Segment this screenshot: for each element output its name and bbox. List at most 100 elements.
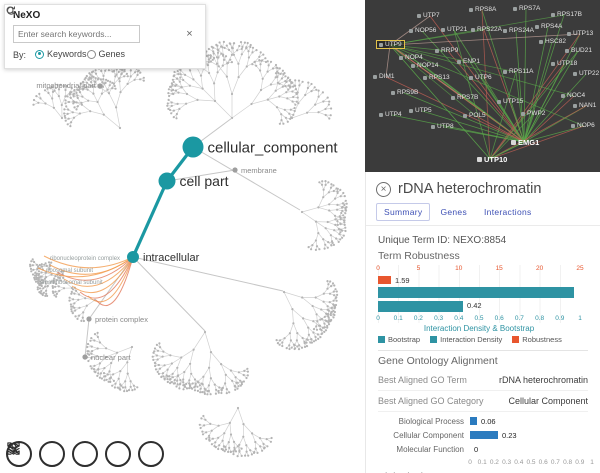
network-canvas[interactable] bbox=[365, 0, 600, 172]
gene-node-utp7[interactable]: UTP7 bbox=[417, 12, 440, 19]
radio-keywords[interactable]: Keywords bbox=[35, 49, 87, 59]
gene-node-utp18[interactable]: UTP18 bbox=[551, 60, 577, 67]
bar-bootstrap bbox=[378, 287, 580, 298]
ontology-node-label[interactable]: cellular_component bbox=[208, 139, 339, 156]
collapse-button[interactable] bbox=[8, 441, 131, 467]
gene-node-utp8[interactable]: UTP8 bbox=[431, 123, 454, 130]
gene-node-dot bbox=[471, 27, 475, 32]
gene-node-label: UTP7 bbox=[423, 12, 440, 19]
gene-node-rps9b[interactable]: RPS9B bbox=[391, 89, 418, 96]
term-label[interactable]: small ribosomal subunit bbox=[40, 280, 103, 286]
fit-to-screen-button[interactable] bbox=[7, 441, 98, 467]
tree-branches bbox=[29, 40, 348, 458]
gene-node-label: RRP9 bbox=[441, 47, 459, 54]
gene-node-dot bbox=[551, 12, 555, 17]
zoom-controls bbox=[6, 441, 164, 467]
tab-summary[interactable]: Summary bbox=[376, 203, 431, 221]
gene-node-nop14[interactable]: NOP14 bbox=[411, 62, 438, 69]
search-icon[interactable] bbox=[6, 6, 159, 42]
gene-node-utp9[interactable]: UTP9 bbox=[376, 40, 405, 49]
gene-node-utp6[interactable]: UTP6 bbox=[469, 74, 492, 81]
gene-node-label: HSC82 bbox=[545, 38, 566, 45]
close-icon[interactable]: × bbox=[376, 181, 391, 197]
ontology-node-intracellular[interactable] bbox=[127, 251, 139, 263]
gene-node-enp1[interactable]: ENP1 bbox=[457, 58, 480, 65]
radio-label: Keywords bbox=[47, 49, 87, 59]
tab-genes[interactable]: Genes bbox=[433, 203, 474, 221]
layers-button[interactable] bbox=[7, 441, 164, 467]
term-label[interactable]: nuclear part bbox=[91, 353, 132, 362]
gene-node-rps7b[interactable]: RPS7B bbox=[451, 94, 478, 101]
gene-node-dot bbox=[561, 93, 565, 98]
gene-node-hsc82[interactable]: HSC82 bbox=[539, 38, 566, 45]
gene-node-label: EMG1 bbox=[518, 138, 540, 147]
term-label[interactable]: ribonucleoprotein complex bbox=[50, 256, 120, 262]
gene-node-nop6[interactable]: NOP6 bbox=[571, 122, 595, 129]
ontology-node-label[interactable]: cell part bbox=[180, 173, 229, 189]
gene-node-nop56[interactable]: NOP56 bbox=[409, 27, 436, 34]
gene-node-rps7a[interactable]: RPS7A bbox=[513, 5, 540, 12]
go-alignment-title: Gene Ontology Alignment bbox=[378, 355, 498, 367]
gene-node-utp15[interactable]: UTP15 bbox=[497, 98, 523, 105]
ontology-node-protein-complex[interactable] bbox=[86, 316, 92, 322]
gene-node-dot bbox=[573, 103, 577, 108]
radio-genes[interactable]: Genes bbox=[86, 49, 125, 59]
gene-node-rps17b[interactable]: RPS17B bbox=[551, 11, 582, 18]
gene-node-label: NAN1 bbox=[579, 102, 597, 109]
gene-node-noc4[interactable]: NOC4 bbox=[561, 92, 585, 99]
zoom-out-button[interactable] bbox=[7, 441, 65, 467]
gene-node-label: UTP8 bbox=[437, 123, 454, 130]
gene-node-nop4[interactable]: NOP4 bbox=[399, 54, 423, 61]
legend-bootstrap: Bootstrap bbox=[378, 335, 420, 344]
gene-node-utp5[interactable]: UTP5 bbox=[409, 107, 432, 114]
gene-node-label: NOP56 bbox=[415, 27, 437, 34]
gene-node-rrp9[interactable]: RRP9 bbox=[435, 47, 458, 54]
gene-node-utp10[interactable]: UTP10 bbox=[477, 155, 507, 164]
gene-node-utp4[interactable]: UTP4 bbox=[379, 111, 402, 118]
go-row-value: rDNA heterochromatin bbox=[498, 375, 588, 385]
gene-node-label: UTP22 bbox=[579, 70, 600, 77]
gene-node-rps4a[interactable]: RPS4A bbox=[535, 23, 562, 30]
term-label[interactable]: membrane bbox=[241, 166, 277, 175]
term-label[interactable]: mitochondrial part bbox=[36, 81, 97, 90]
ontology-node-cell-part[interactable] bbox=[158, 172, 176, 190]
gene-node-dot bbox=[423, 75, 427, 80]
gene-node-label: RPS11A bbox=[509, 68, 534, 75]
gene-node-utp13[interactable]: UTP13 bbox=[567, 30, 593, 37]
gene-node-emg1[interactable]: EMG1 bbox=[511, 138, 539, 147]
gene-node-rps11a[interactable]: RPS11A bbox=[503, 68, 533, 75]
ontology-node-nuclear-part[interactable] bbox=[82, 354, 88, 360]
gene-node-dim1[interactable]: DIM1 bbox=[373, 73, 395, 80]
clear-icon[interactable]: × bbox=[186, 27, 193, 40]
gene-node-pol5[interactable]: POL5 bbox=[463, 112, 486, 119]
gene-node-utp21[interactable]: UTP21 bbox=[441, 26, 467, 33]
ontology-node-mitochondrial-part[interactable] bbox=[97, 83, 103, 89]
gene-node-utp22[interactable]: UTP22 bbox=[573, 70, 599, 77]
ontology-node-membrane[interactable] bbox=[232, 167, 238, 173]
gene-node-rps13[interactable]: RPS13 bbox=[423, 74, 450, 81]
ontology-node-cellular-component[interactable] bbox=[182, 136, 204, 158]
gene-node-bud21[interactable]: BUD21 bbox=[565, 47, 592, 54]
gene-node-pwp2[interactable]: PWP2 bbox=[521, 110, 545, 117]
search-input[interactable] bbox=[13, 25, 140, 43]
search-row: × bbox=[6, 6, 197, 43]
gene-node-rps8a[interactable]: RPS8A bbox=[469, 6, 496, 13]
term-label[interactable]: protein complex bbox=[95, 315, 148, 324]
gene-node-dot bbox=[469, 7, 473, 12]
gene-node-rps22a[interactable]: RPS22A bbox=[471, 26, 502, 33]
term-label[interactable]: ribosomal subunit bbox=[46, 268, 93, 274]
gene-node-nan1[interactable]: NAN1 bbox=[573, 102, 596, 109]
unique-term-id-label: Unique Term ID: bbox=[378, 235, 451, 246]
gene-node-rps24a[interactable]: RPS24A bbox=[503, 27, 534, 34]
reset-icon[interactable] bbox=[7, 6, 178, 42]
gene-node-label: UTP6 bbox=[475, 74, 492, 81]
bar-robustness: 1.59 bbox=[378, 276, 580, 285]
tab-interactions[interactable]: Interactions bbox=[477, 203, 539, 221]
ontology-node-label[interactable]: intracellular bbox=[143, 252, 200, 264]
